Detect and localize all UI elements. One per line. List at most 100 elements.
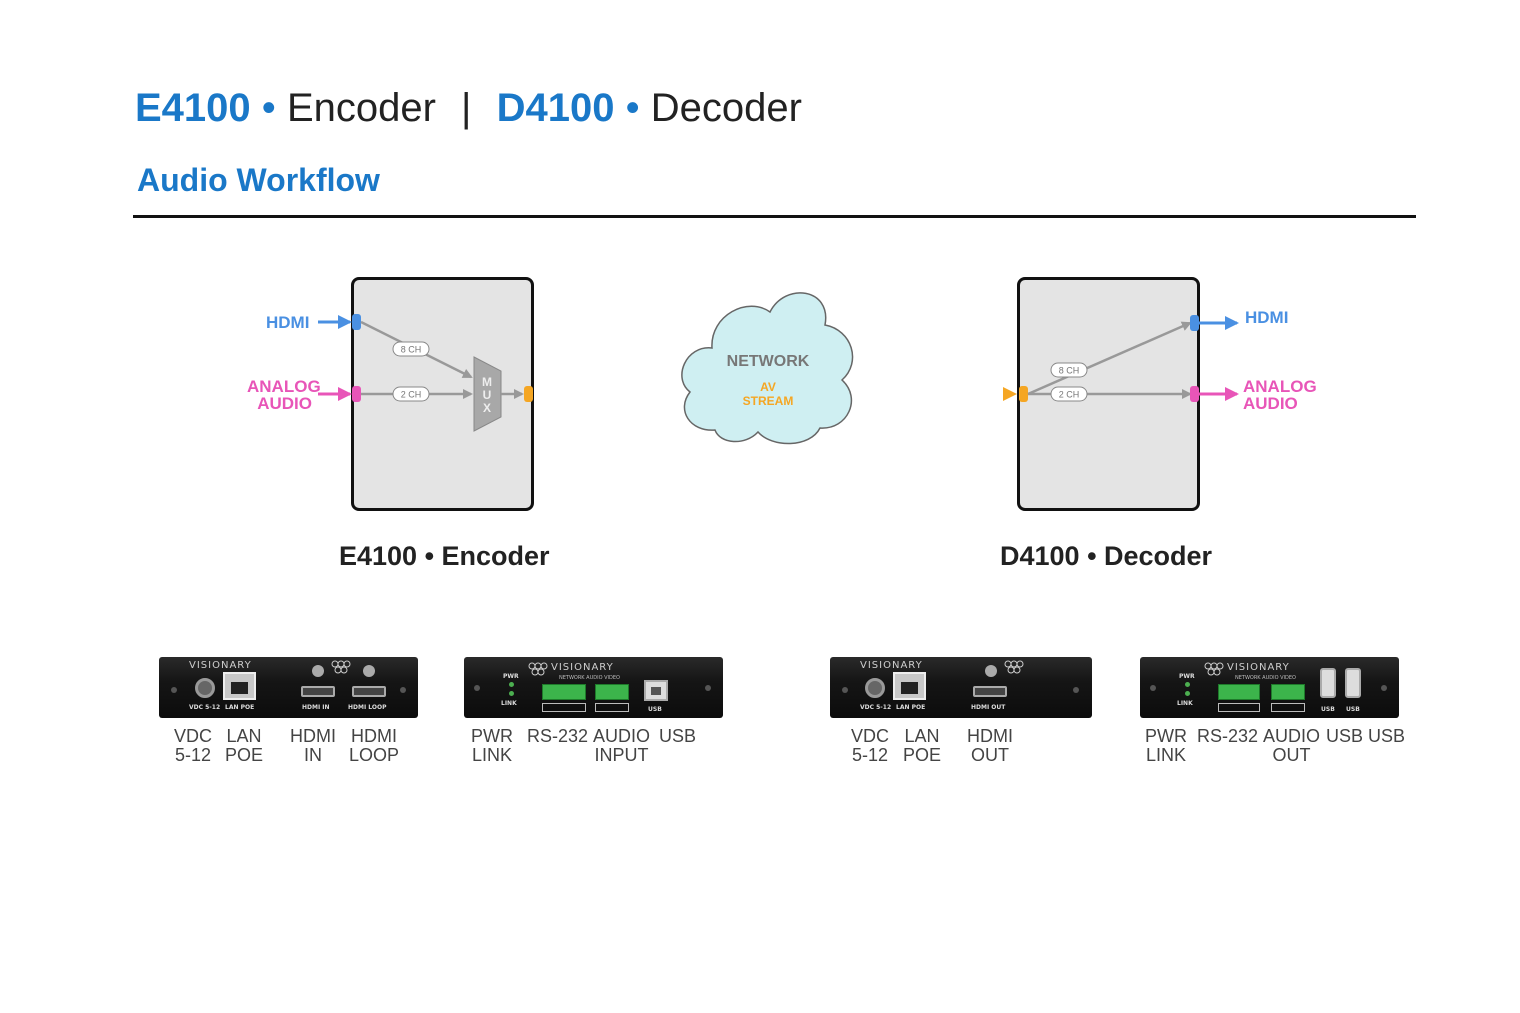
dec-analog-output-label-1: ANALOG bbox=[1243, 377, 1317, 396]
dec-2ch-label: 2 CH bbox=[1059, 390, 1080, 400]
brand-logo-icon bbox=[331, 660, 351, 674]
page-subtitle: Audio Workflow bbox=[137, 162, 380, 198]
dec-2ch-pill bbox=[1050, 386, 1088, 402]
brand-sub-text: NETWORK AUDIO VIDEO bbox=[1235, 675, 1296, 681]
enc-2ch-label: 2 CH bbox=[401, 390, 422, 400]
port-label: HDMI IN bbox=[302, 704, 330, 711]
decoder-model: D4100 bbox=[496, 86, 615, 130]
mux-letter-x: X bbox=[483, 401, 491, 415]
av-stream-label-1: AV bbox=[760, 380, 776, 394]
port-label: USB bbox=[1346, 706, 1360, 713]
encoder-caption: E4100 • Encoder bbox=[339, 541, 550, 571]
port-label: USB bbox=[648, 706, 662, 713]
audio-terminal-icon bbox=[595, 684, 629, 700]
pwr-label: PWR bbox=[1179, 673, 1195, 680]
dc-power-jack-icon bbox=[865, 678, 885, 698]
mount-screw-icon bbox=[363, 665, 375, 677]
hdmi-in-port-icon bbox=[301, 686, 335, 697]
screw-icon bbox=[1073, 687, 1079, 693]
brand-sub-text: NETWORK AUDIO VIDEO bbox=[559, 675, 620, 681]
enc-stream-port bbox=[524, 386, 533, 402]
pwr-led-icon bbox=[1185, 682, 1190, 687]
port-description: USB bbox=[659, 726, 697, 746]
enc-8ch-pill bbox=[392, 341, 430, 357]
port-description: RS-232 bbox=[1197, 726, 1259, 746]
audio-terminal-icon bbox=[1271, 684, 1305, 700]
screw-icon bbox=[474, 685, 480, 691]
brand-logo-text: VISIONARY bbox=[551, 662, 614, 673]
terminal-marking-icon bbox=[542, 703, 586, 712]
lan-port-icon bbox=[893, 672, 926, 700]
brand-logo-text: VISIONARY bbox=[860, 660, 923, 671]
link-label: LINK bbox=[1177, 700, 1193, 707]
decoder-rear-panel: VISIONARY VDC 5-12 LAN POE HDMI OUT bbox=[830, 657, 1092, 718]
av-stream-label-2: STREAM bbox=[743, 394, 794, 408]
hdmi-loop-port-icon bbox=[352, 686, 386, 697]
rs232-terminal-icon bbox=[542, 684, 586, 700]
decoder-name: Decoder bbox=[650, 86, 802, 130]
dec-analog-port bbox=[1190, 386, 1199, 402]
mux-letter-m: M bbox=[482, 375, 492, 389]
usb-a-port-icon bbox=[1345, 668, 1361, 698]
enc-2ch-pill bbox=[392, 386, 430, 402]
enc-8ch-label: 8 CH bbox=[401, 345, 422, 355]
workflow-diagram: 8 CH 2 CH M U X NETWORK AV STREAM 8 CH 2… bbox=[318, 292, 1239, 445]
usb-b-port-icon bbox=[644, 680, 668, 701]
port-description: RS-232 bbox=[527, 726, 589, 746]
page-title: E4100 • Encoder | D4100 • Decoder bbox=[135, 86, 802, 131]
mount-screw-icon bbox=[985, 665, 997, 677]
terminal-marking-icon bbox=[595, 703, 629, 712]
dc-power-jack-icon bbox=[195, 678, 215, 698]
link-led-icon bbox=[509, 691, 514, 696]
port-label: HDMI LOOP bbox=[348, 704, 387, 711]
screw-icon bbox=[842, 687, 848, 693]
enc-hdmi-port bbox=[352, 314, 361, 330]
dec-hdmi-port bbox=[1190, 315, 1199, 331]
enc-analog-input-label-1: ANALOG bbox=[247, 377, 321, 396]
lan-port-icon bbox=[223, 672, 256, 700]
brand-logo-text: VISIONARY bbox=[1227, 662, 1290, 673]
brand-logo-icon bbox=[528, 662, 548, 676]
title-dot: • bbox=[625, 86, 640, 130]
port-label: LAN POE bbox=[896, 704, 926, 711]
link-label: LINK bbox=[501, 700, 517, 707]
mount-screw-icon bbox=[312, 665, 324, 677]
brand-logo-icon bbox=[1004, 660, 1024, 674]
network-cloud bbox=[681, 292, 854, 445]
dec-hdmi-channel-line bbox=[1027, 321, 1192, 396]
encoder-rear-panel: VISIONARY VDC 5-12 LAN POE HDMI IN HDMI … bbox=[159, 657, 418, 718]
usb-a-port-icon bbox=[1320, 668, 1336, 698]
port-description: USB bbox=[1368, 726, 1406, 746]
dec-stream-port bbox=[1019, 386, 1028, 402]
terminal-marking-icon bbox=[1218, 703, 1260, 712]
enc-analog-port bbox=[352, 386, 361, 402]
rs232-terminal-icon bbox=[1218, 684, 1260, 700]
dec-analog-output-label-2: AUDIO bbox=[1243, 394, 1298, 413]
title-separator: | bbox=[461, 86, 472, 130]
screw-icon bbox=[171, 687, 177, 693]
decoder-caption: D4100 • Decoder bbox=[1000, 541, 1213, 571]
brand-logo-text: VISIONARY bbox=[189, 660, 252, 671]
hdmi-out-port-icon bbox=[973, 686, 1007, 697]
enc-analog-input-label-2: AUDIO bbox=[257, 394, 312, 413]
network-label: NETWORK bbox=[727, 353, 810, 370]
screw-icon bbox=[1381, 685, 1387, 691]
mux-letter-u: U bbox=[483, 388, 492, 402]
port-description: USB bbox=[1326, 726, 1364, 746]
enc-hdmi-input-label: HDMI bbox=[266, 313, 310, 332]
terminal-marking-icon bbox=[1271, 703, 1305, 712]
port-label: LAN POE bbox=[225, 704, 255, 711]
pwr-led-icon bbox=[509, 682, 514, 687]
dec-8ch-pill bbox=[1050, 362, 1088, 378]
title-dot: • bbox=[261, 86, 276, 130]
